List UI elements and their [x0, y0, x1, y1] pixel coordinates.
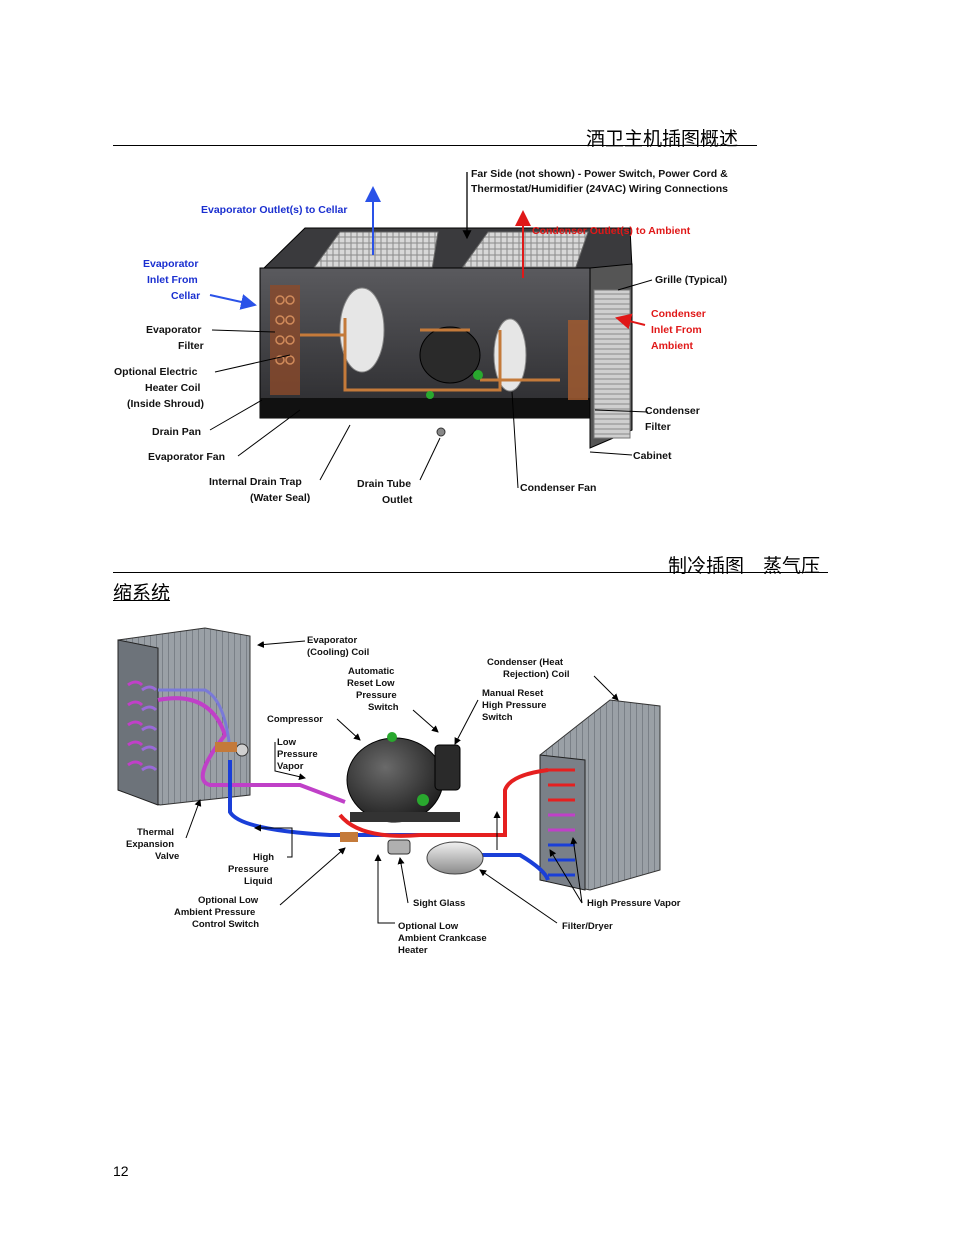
high-pressure-switch [417, 794, 429, 806]
label-drain-pan: Drain Pan [152, 426, 201, 438]
label-cabinet: Cabinet [633, 450, 672, 462]
compressor-body [419, 326, 481, 384]
label-auto-reset-4: Switch [368, 702, 399, 713]
section-heading-refrigeration-cont: 缩系统 [113, 582, 171, 604]
label-auto-reset: Automatic [348, 666, 394, 677]
label-txv-2: Expansion [126, 839, 174, 850]
label-far-side: Far Side (not shown) - Power Switch, Pow… [471, 168, 728, 180]
label-heater-3: (Inside Shroud) [127, 398, 204, 410]
label-sight-glass: Sight Glass [413, 898, 465, 909]
evaporator-coil-bends [127, 680, 158, 772]
low-ambient-switch [340, 832, 358, 842]
discharge-line-red [338, 768, 549, 838]
label-heater: Optional Electric [114, 366, 198, 378]
txv-body [215, 742, 237, 752]
sight-glass [387, 839, 411, 855]
label-evaporator-filter-2: Filter [178, 340, 204, 352]
label-condenser-fan: Condenser Fan [520, 482, 596, 494]
section-heading-refrigeration: 制冷插图 蒸气压 [668, 555, 821, 577]
label-drain-tube-2: Outlet [382, 494, 413, 506]
label-drain-tube: Drain Tube [357, 478, 411, 490]
label-evaporator-coil: Evaporator [307, 635, 357, 646]
label-condenser-outlet: Condenser Outlet(s) to Ambient [532, 225, 691, 237]
label-grille: Grille (Typical) [655, 274, 727, 286]
cycle-leader-lines [185, 640, 619, 924]
label-condenser-coil: Condenser (Heat [487, 657, 564, 668]
refrigeration-cycle-figure: Evaporator (Cooling) Coil Automatic Rese… [117, 627, 681, 956]
label-low-ambient-2: Ambient Pressure [174, 907, 255, 918]
label-far-side-2: Thermostat/Humidifier (24VAC) Wiring Con… [471, 183, 728, 195]
label-low-ambient-3: Control Switch [192, 919, 259, 930]
side-grille [593, 289, 631, 439]
evap-to-valve-line [158, 688, 232, 751]
label-txv: Thermal [137, 827, 174, 838]
label-condenser-inlet-2: Inlet From [651, 324, 702, 336]
unit-overview-figure: Far Side (not shown) - Power Switch, Pow… [114, 168, 728, 506]
valve-green-1 [473, 370, 483, 380]
label-crankcase-2: Ambient Crankcase [398, 933, 487, 944]
compressor-electrical-box [434, 744, 461, 791]
label-crankcase-3: Heater [398, 945, 428, 956]
condenser-coil-bends [548, 768, 575, 877]
condenser-fan [493, 318, 527, 392]
low-pressure-switch [387, 732, 397, 742]
page-number: 12 [113, 1163, 129, 1179]
label-drain-trap-2: (Water Seal) [250, 492, 310, 504]
label-condenser-inlet: Condenser [651, 308, 706, 320]
label-compressor: Compressor [267, 714, 323, 725]
heading-rule [113, 145, 757, 146]
label-evaporator-outlet: Evaporator Outlet(s) to Cellar [201, 204, 347, 216]
leader-lines [209, 279, 653, 489]
label-auto-reset-3: Pressure [356, 690, 397, 701]
compressor [346, 737, 444, 823]
label-high-liquid-3: Liquid [244, 876, 273, 887]
evaporator-inlet-arrow [209, 294, 257, 310]
label-filter-dryer: Filter/Dryer [562, 921, 613, 932]
label-low-vapor-3: Vapor [277, 761, 304, 772]
cabinet-base [260, 398, 590, 418]
label-condenser-coil-2: Rejection) Coil [503, 669, 570, 680]
label-low-vapor-2: Pressure [277, 749, 318, 760]
label-low-ambient: Optional Low [198, 895, 259, 906]
label-high-vapor: High Pressure Vapor [587, 898, 681, 909]
label-evaporator-inlet-2: Inlet From [147, 274, 198, 286]
label-auto-reset-2: Reset Low [347, 678, 395, 689]
suction-line-purple [157, 696, 346, 804]
thermal-expansion-valve [235, 743, 249, 757]
label-condenser-filter: Condenser [645, 405, 700, 417]
label-evaporator-coil-2: (Cooling) Coil [307, 647, 369, 658]
label-evaporator-inlet: Evaporator [143, 258, 198, 270]
label-txv-3: Valve [155, 851, 179, 862]
evaporator-coil-block [270, 285, 300, 395]
condenser-inlet-arrow [615, 313, 646, 330]
compressor-base [350, 812, 460, 822]
valve-green-2 [426, 391, 434, 399]
label-manual-reset-2: High Pressure [482, 700, 546, 711]
label-high-liquid: High [253, 852, 274, 863]
evaporator-fan [339, 287, 385, 373]
label-high-liquid-2: Pressure [228, 864, 269, 875]
evaporator-coil-loops [275, 295, 295, 365]
label-crankcase: Optional Low [398, 921, 459, 932]
label-manual-reset: Manual Reset [482, 688, 544, 699]
label-low-vapor: Low [277, 737, 297, 748]
section-heading-overview: 酒卫主机插图概述 [586, 128, 739, 150]
label-evaporator-inlet-3: Cellar [171, 290, 200, 302]
label-manual-reset-3: Switch [482, 712, 513, 723]
label-drain-trap: Internal Drain Trap [209, 476, 302, 488]
label-evaporator-fan: Evaporator Fan [148, 451, 225, 463]
label-condenser-inlet-3: Ambient [651, 340, 694, 352]
condenser-coil-block [568, 320, 588, 400]
drain-outlet [436, 427, 446, 437]
filter-dryer [426, 841, 484, 875]
label-heater-2: Heater Coil [145, 382, 201, 394]
label-evaporator-filter: Evaporator [146, 324, 201, 336]
heading-rule-2 [113, 572, 828, 573]
copper-tubing [300, 318, 560, 392]
label-condenser-filter-2: Filter [645, 421, 671, 433]
